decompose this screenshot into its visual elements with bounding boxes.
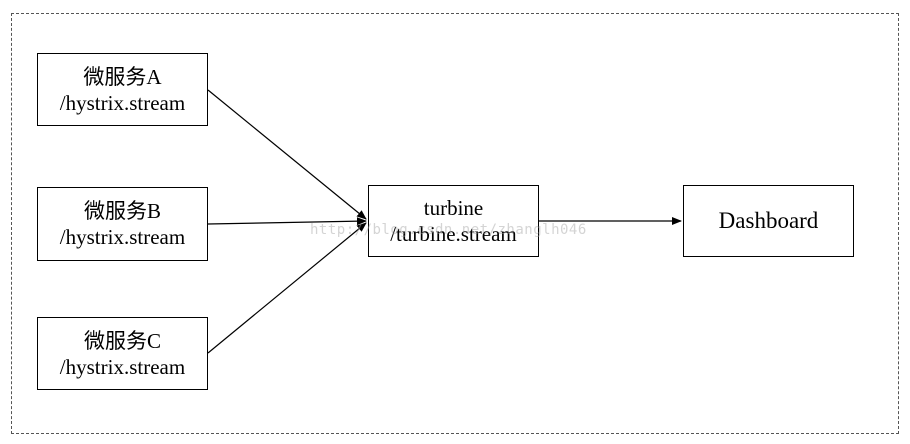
node-service-c-name: 微服务C [83, 328, 161, 353]
node-dashboard: Dashboard [683, 185, 854, 257]
node-turbine: turbine /turbine.stream [368, 185, 539, 257]
node-service-b-endpoint: /hystrix.stream [59, 225, 186, 249]
node-service-c-endpoint: /hystrix.stream [59, 354, 186, 379]
node-service-a-name: 微服务A [83, 64, 162, 89]
node-service-b-name: 微服务B [83, 199, 161, 223]
watermark-text: http://blog.csdn.net/zhanglh046 [310, 222, 587, 238]
node-dashboard-name: Dashboard [718, 208, 819, 233]
node-service-b: 微服务B /hystrix.stream [37, 187, 208, 261]
node-service-a-endpoint: /hystrix.stream [59, 90, 186, 115]
node-service-c: 微服务C /hystrix.stream [37, 317, 208, 390]
node-turbine-endpoint: /turbine.stream [390, 222, 517, 246]
node-service-a: 微服务A /hystrix.stream [37, 53, 208, 126]
dashed-frame [11, 13, 899, 434]
node-turbine-name: turbine [423, 196, 484, 220]
